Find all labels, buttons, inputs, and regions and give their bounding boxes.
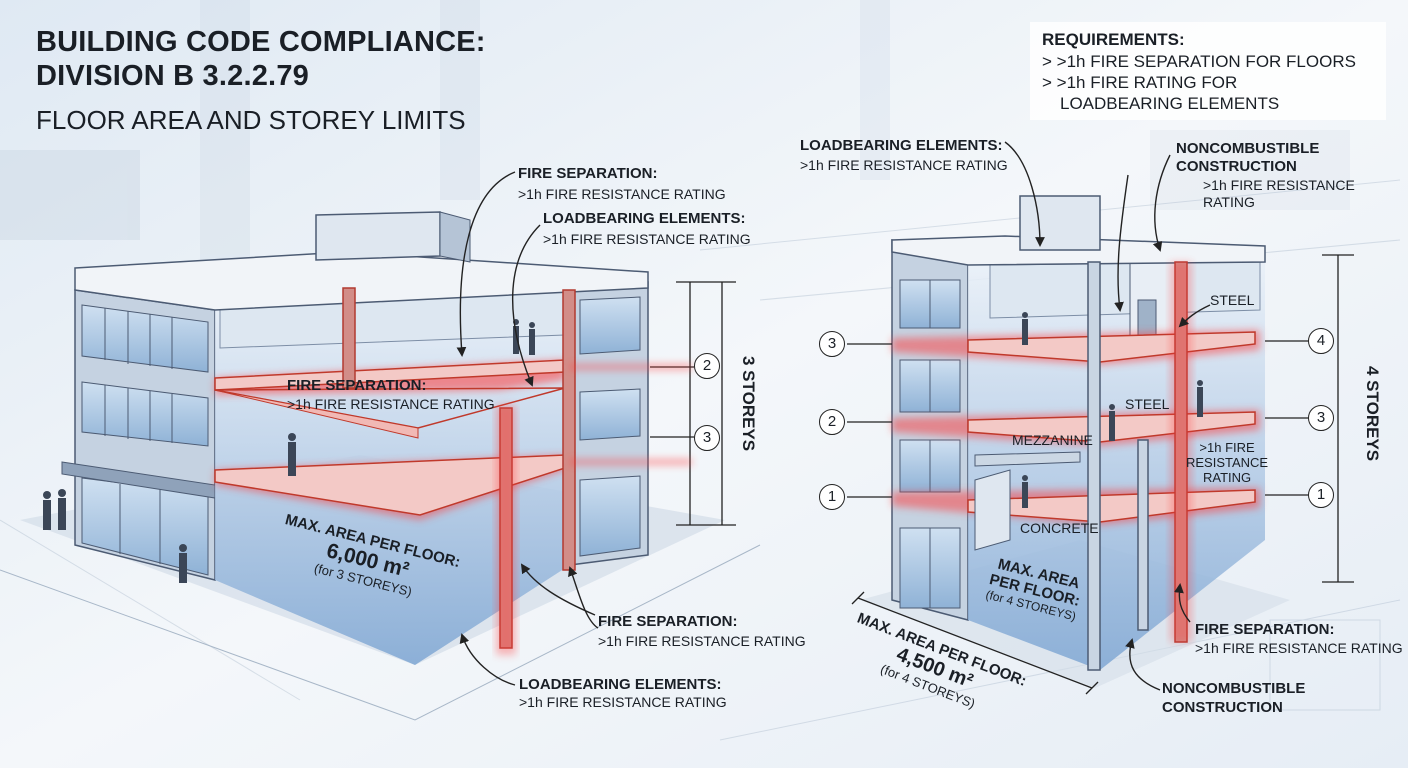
left-load-bottom-title: LOADBEARING ELEMENTS: [519,676,722,693]
requirements-heading: REQUIREMENTS: [1042,30,1185,49]
left-fire-sep-top-title: FIRE SEPARATION: [518,165,658,182]
background-office-blur [0,0,1350,260]
title-line-1: BUILDING CODE COMPLIANCE: [36,26,486,58]
left-fire-sep-bottom-text: >1h FIRE RESISTANCE RATING [598,633,806,649]
requirement-item-1: > >1h FIRE SEPARATION FOR FLOORS [1042,52,1356,71]
right-noncomb-top-text-2: RATING [1203,194,1255,210]
right-right-marker-3: 3 [1308,405,1334,431]
right-side-rating-line-3: RATING [1202,469,1252,485]
right-load-text: >1h FIRE RESISTANCE RATING [800,157,1008,173]
left-building [0,211,761,721]
right-side-rating: >1h FIRE RESISTANCE RATING [1186,440,1269,486]
right-noncomb-top-text-1: >1h FIRE RESISTANCE [1203,177,1355,193]
requirement-item-2b: LOADBEARING ELEMENTS [1060,94,1280,113]
right-left-marker-3: 3 [819,331,845,357]
right-right-marker-4: 4 [1308,328,1334,354]
right-fire-sep-text: >1h FIRE RESISTANCE RATING [1195,640,1403,656]
right-side-rating-line-1: >1h FIRE [1199,440,1255,455]
left-fire-sep-mid-text: >1h FIRE RESISTANCE RATING [287,396,495,412]
subtitle: FLOOR AREA AND STOREY LIMITS [36,105,466,135]
left-load-top-text: >1h FIRE RESISTANCE RATING [543,231,751,247]
right-fire-sep-title: FIRE SEPARATION: [1195,621,1335,638]
right-noncomb-top-title-1: NONCOMBUSTIBLE [1176,140,1320,157]
right-material-mezzanine: MEZZANINE [1012,432,1093,448]
title-line-2: DIVISION B 3.2.2.79 [36,60,309,92]
requirements-panel: REQUIREMENTS: > >1h FIRE SEPARATION FOR … [1030,22,1386,120]
right-noncomb-bottom-1: NONCOMBUSTIBLE [1162,680,1306,697]
left-fire-sep-bottom-title: FIRE SEPARATION: [598,613,738,630]
right-building [847,195,1354,695]
right-material-steel-mid: STEEL [1125,396,1170,412]
right-left-marker-1: 1 [819,484,845,510]
requirement-item-2a: > >1h FIRE RATING FOR [1042,73,1238,92]
left-fire-sep-mid-title: FIRE SEPARATION: [287,377,427,394]
left-storeys-label: 3 STOREYS [739,356,758,452]
right-material-steel-top: STEEL [1210,292,1255,308]
right-right-marker-1: 1 [1308,482,1334,508]
left-fire-sep-top-text: >1h FIRE RESISTANCE RATING [518,186,726,202]
right-left-marker-2: 2 [819,409,845,435]
left-load-top-title: LOADBEARING ELEMENTS: [543,210,746,227]
left-load-bottom-text: >1h FIRE RESISTANCE RATING [519,694,727,710]
left-storey-marker-2: 2 [694,353,720,379]
right-storeys-label: 4 STOREYS [1363,366,1382,462]
right-load-title: LOADBEARING ELEMENTS: [800,137,1003,154]
right-noncomb-top-title-2: CONSTRUCTION [1176,158,1297,175]
left-storey-marker-3: 3 [694,425,720,451]
right-noncomb-bottom-2: CONSTRUCTION [1162,699,1283,716]
callout-arrows [456,141,1211,691]
right-material-concrete: CONCRETE [1020,520,1099,536]
right-side-rating-line-2: RESISTANCE [1186,454,1269,470]
